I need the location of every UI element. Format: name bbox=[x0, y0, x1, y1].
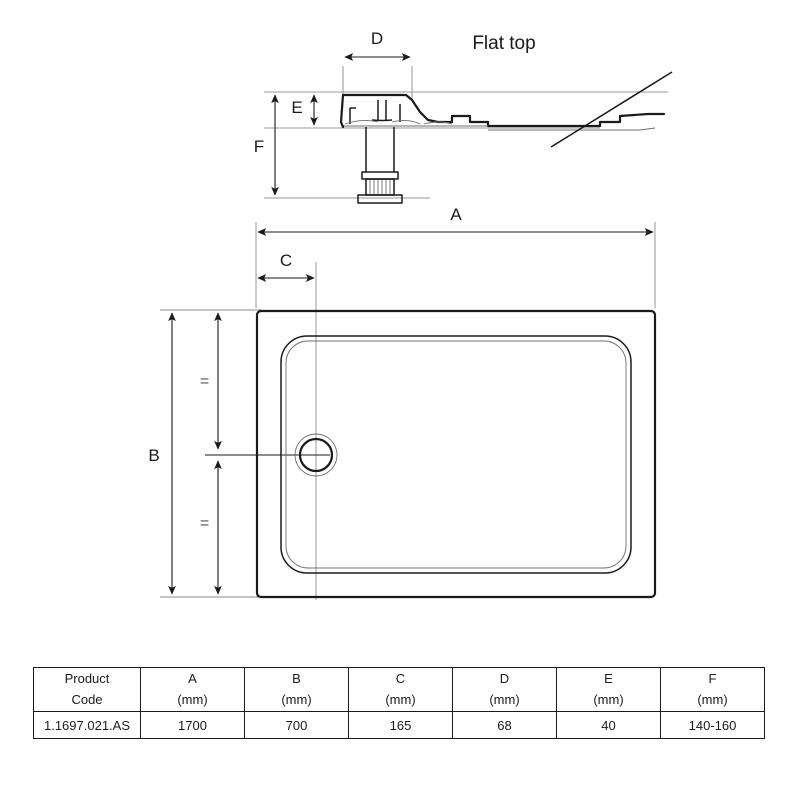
table-header-c: C (mm) bbox=[348, 667, 453, 712]
dimension-label-e: E bbox=[291, 98, 302, 117]
header-unit: (mm) bbox=[697, 691, 728, 707]
header-name: F bbox=[708, 671, 717, 687]
leg-foot-base bbox=[357, 194, 403, 204]
table-header-b: B (mm) bbox=[244, 667, 349, 712]
leg-collar bbox=[361, 171, 399, 180]
table-row: 1.1697.021.AS 1700 700 165 68 40 140-160 bbox=[33, 711, 765, 739]
spec-table: Product Code A (mm) B (mm) C (mm) D (m bbox=[33, 667, 765, 739]
dimension-label-a: A bbox=[450, 205, 462, 224]
header-unit: (mm) bbox=[593, 691, 624, 707]
cell-product-code: 1.1697.021.AS bbox=[33, 711, 141, 739]
cell-d: 68 bbox=[452, 711, 557, 739]
table-header-f: F (mm) bbox=[660, 667, 765, 712]
drain-inner-ring bbox=[298, 437, 334, 473]
header-unit: (mm) bbox=[489, 691, 520, 707]
dimension-label-f: F bbox=[254, 137, 264, 156]
cell-b: 700 bbox=[244, 711, 349, 739]
header-name: Product bbox=[64, 671, 110, 687]
header-name: B bbox=[292, 671, 301, 687]
dimension-label-d: D bbox=[371, 29, 383, 48]
equal-mark-bottom: = bbox=[200, 515, 209, 532]
table-header-row: Product Code A (mm) B (mm) C (mm) D (m bbox=[33, 667, 765, 712]
tray-profile-left-end bbox=[339, 93, 345, 129]
tray-profile-outline bbox=[341, 93, 666, 128]
break-line bbox=[550, 71, 673, 148]
foot-pad-fillet bbox=[423, 121, 453, 125]
equal-mark-top: = bbox=[200, 373, 209, 390]
dimension-label-b: B bbox=[148, 446, 159, 465]
header-unit: Code bbox=[71, 691, 103, 707]
table-header-d: D (mm) bbox=[452, 667, 557, 712]
header-unit: (mm) bbox=[281, 691, 312, 707]
adjustable-leg bbox=[357, 127, 403, 204]
cell-e: 40 bbox=[556, 711, 661, 739]
specification-table: Product Code A (mm) B (mm) C (mm) D (m bbox=[33, 667, 765, 739]
header-name: E bbox=[604, 671, 613, 687]
boss-base bbox=[371, 119, 393, 122]
tray-basin-outline-inner bbox=[285, 340, 627, 569]
cell-c: 165 bbox=[348, 711, 453, 739]
table-header-product-code: Product Code bbox=[33, 667, 141, 712]
header-name: A bbox=[188, 671, 197, 687]
tray-basin-outline-outer bbox=[280, 335, 632, 574]
profile-view: Flat top D F E bbox=[254, 29, 673, 204]
header-unit: (mm) bbox=[177, 691, 208, 707]
header-name: D bbox=[499, 671, 510, 687]
tray-outer-outline bbox=[255, 309, 657, 599]
table-header-a: A (mm) bbox=[140, 667, 245, 712]
boss-fillet-left bbox=[344, 119, 379, 125]
drain-outer-ring bbox=[294, 433, 338, 477]
boss-fillet-right bbox=[391, 119, 421, 125]
plan-view: A C B = = bbox=[148, 205, 657, 600]
flat-top-label: Flat top bbox=[472, 33, 535, 54]
table-header-e: E (mm) bbox=[556, 667, 661, 712]
header-unit: (mm) bbox=[385, 691, 416, 707]
tray-lower-edge bbox=[488, 127, 656, 131]
cell-a: 1700 bbox=[140, 711, 245, 739]
cell-f: 140-160 bbox=[660, 711, 765, 739]
dimension-label-c: C bbox=[280, 251, 292, 270]
header-name: C bbox=[395, 671, 406, 687]
